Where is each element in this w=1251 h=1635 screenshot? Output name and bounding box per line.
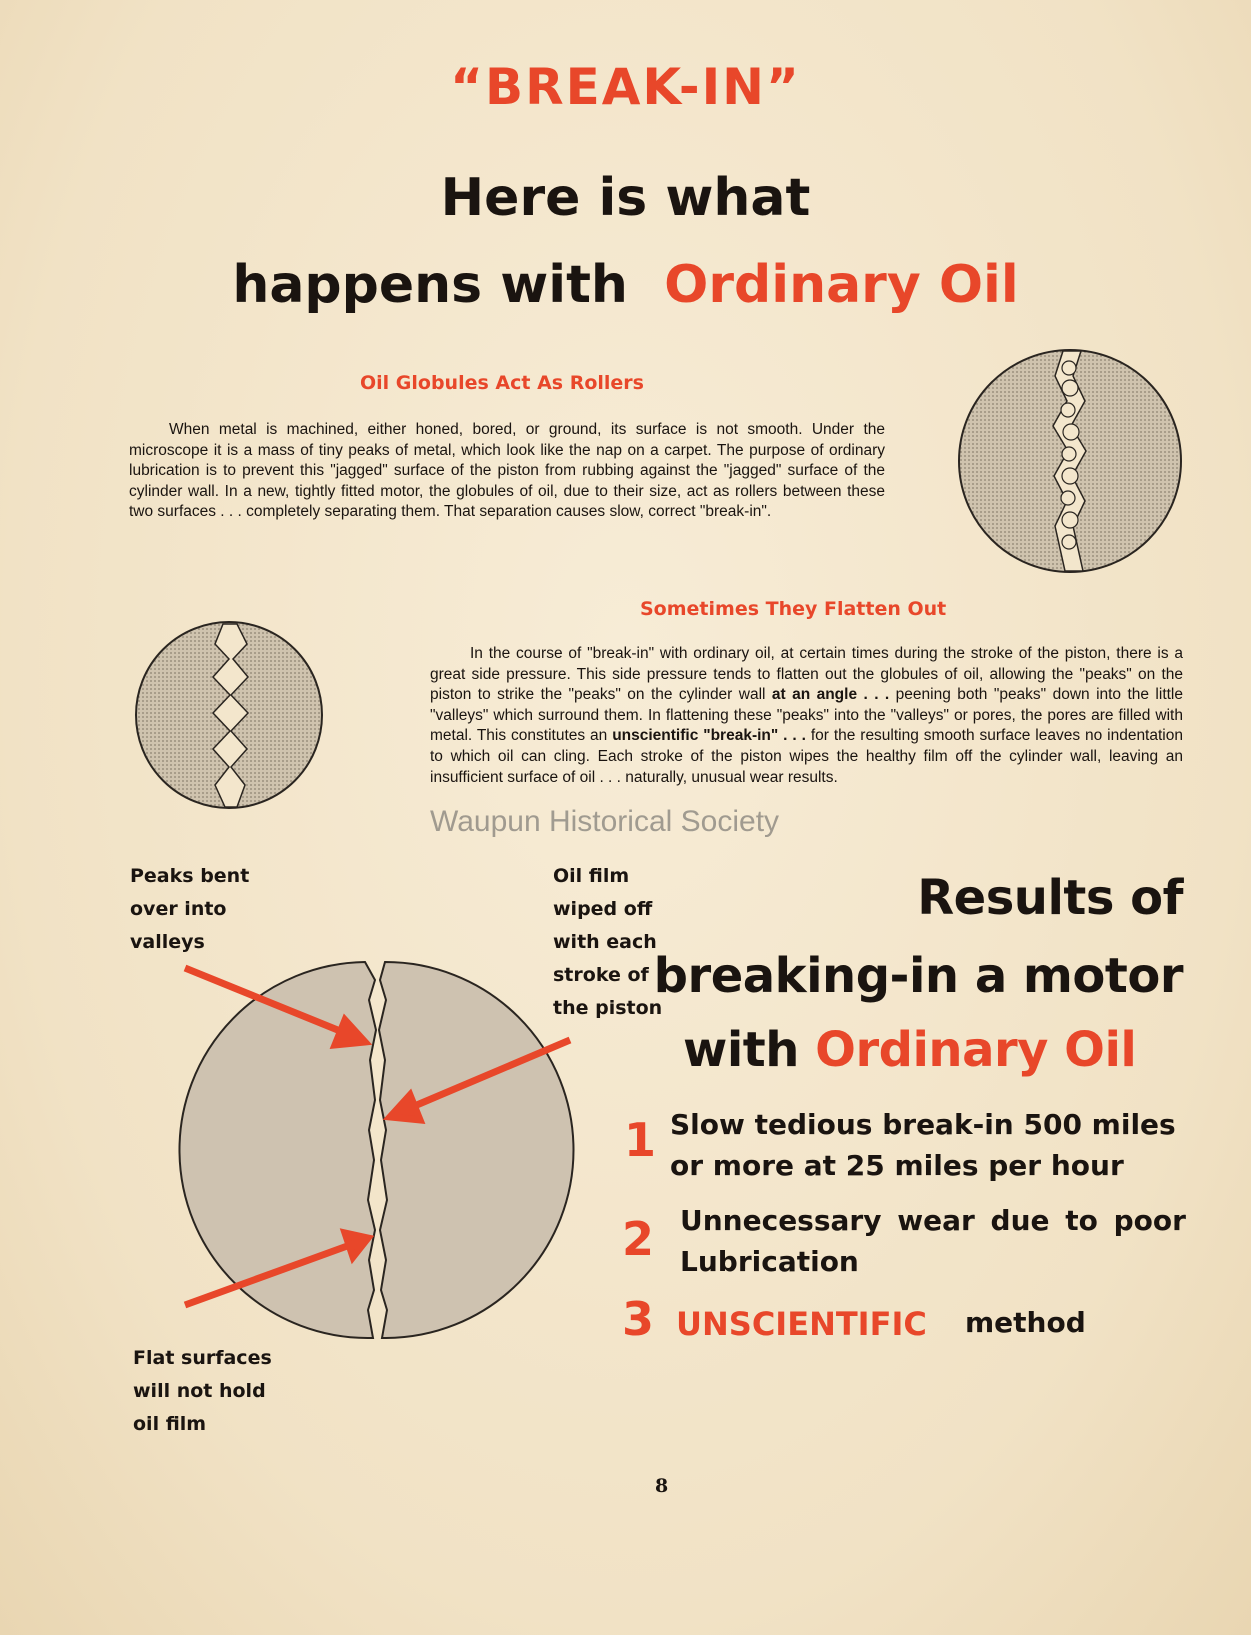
label-line: wiped off [553, 898, 653, 920]
result-number-1: 1 [624, 1113, 657, 1167]
label-line: stroke of [553, 964, 649, 986]
kicker-heading: “BREAK-IN” [450, 58, 801, 116]
result-line: Lubrication [680, 1245, 859, 1278]
section2-heading: Sometimes They Flatten Out [640, 598, 947, 620]
results-heading-line2: breaking-in a motor [653, 948, 1184, 1004]
oil-globules-illustration [958, 349, 1182, 573]
page-number: 8 [655, 1475, 669, 1497]
emphasis-text: at an angle . . . [771, 686, 890, 704]
arrow-icon [183, 964, 572, 1309]
result-item-3-text: method [965, 1306, 1086, 1339]
label-line: Peaks bent [130, 865, 250, 887]
label-line: Oil film [553, 865, 630, 887]
body-text: In the course of "break-in" with ordinar… [430, 645, 1183, 704]
emphasis-text: unscientific "break-in" . . . [612, 727, 806, 745]
label-line: over into [130, 898, 227, 920]
page-title-line2: happens with Ordinary Oil [0, 255, 1251, 315]
label-line: valleys [130, 931, 205, 953]
page-title-line1: Here is what [440, 168, 811, 228]
label-flat-surfaces: Flat surfaces will not hold oil film [133, 1342, 272, 1441]
label-line: Flat surfaces [133, 1347, 272, 1369]
result-line: or more at 25 miles per hour [670, 1149, 1124, 1182]
label-oil-film: Oil film wiped off with each stroke of t… [553, 860, 662, 1025]
title-prefix: happens with [232, 255, 628, 315]
results-heading-line1: Results of [917, 870, 1183, 926]
section1-heading: Oil Globules Act As Rollers [360, 372, 644, 394]
section2-body: In the course of "break-in" with ordinar… [430, 644, 1183, 788]
flattened-globules-illustration [135, 621, 323, 809]
result-number-3: 3 [622, 1292, 655, 1346]
piston-cylinder-diagram [178, 960, 575, 1340]
label-peaks-bent: Peaks bent over into valleys [130, 860, 249, 959]
result-number-2: 2 [622, 1212, 655, 1266]
results-heading-line3: with Ordinary Oil [683, 1022, 1137, 1078]
section1-paragraph: When metal is machined, either honed, bo… [129, 421, 885, 521]
label-line: with each [553, 931, 657, 953]
result-line: Slow tedious break-in 500 miles [670, 1108, 1176, 1141]
section2-paragraph: In the course of "break-in" with ordinar… [430, 644, 1183, 788]
heading-highlight: Ordinary Oil [815, 1022, 1137, 1078]
label-line: the piston [553, 997, 663, 1019]
result-line: Unnecessary wear due to poor [680, 1204, 1186, 1237]
title-highlight: Ordinary Oil [664, 255, 1019, 315]
body-text: for the resulting smooth surface leaves … [430, 727, 1183, 786]
heading-prefix: with [683, 1022, 799, 1078]
body-text: peening both "peaks" down into the littl… [430, 686, 1183, 745]
result-item-2: Unnecessary wear due to poor Lubrication [680, 1200, 1186, 1282]
watermark: Waupun Historical Society [430, 805, 780, 838]
label-line: will not hold [133, 1380, 266, 1402]
label-line: oil film [133, 1413, 207, 1435]
result-item-1: Slow tedious break-in 500 miles or more … [670, 1104, 1176, 1186]
result-item-3-highlight: UNSCIENTIFIC [676, 1305, 927, 1343]
section1-body: When metal is machined, either honed, bo… [129, 420, 885, 523]
